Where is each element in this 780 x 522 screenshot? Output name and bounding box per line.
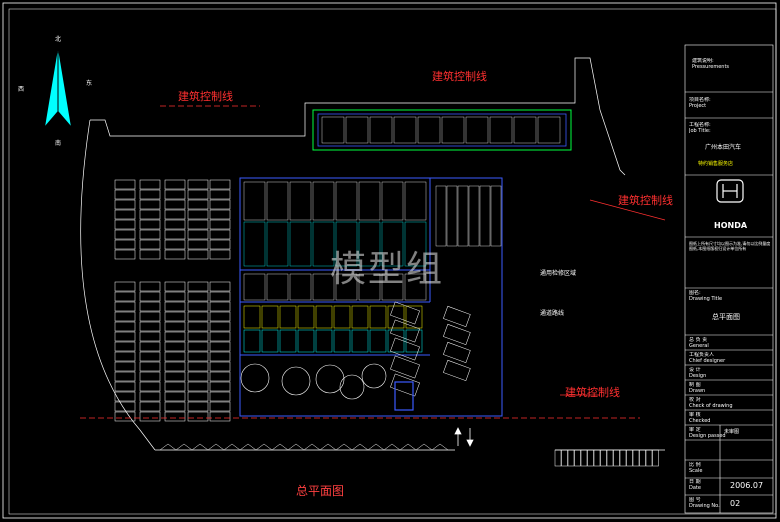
tb-drawing-no-value: 02 [730, 499, 741, 508]
north-building [312, 109, 572, 151]
south-fence [159, 443, 449, 451]
tb-remarks: 建筑说明: Pressurements [692, 58, 730, 70]
tb-notice: 图纸上所有尺寸均以图示为准,请勿以比例量度图纸,本图纸版权归设计单位所有 [689, 241, 771, 251]
title-block-frame [684, 44, 774, 514]
tb-scale: 比 例 Scale [689, 462, 703, 474]
tb-brand: HONDA [714, 221, 748, 230]
compass-north: 北 [55, 36, 62, 43]
tb-date-value: 2006.07 [730, 481, 764, 490]
tb-job: 工程名称: Job Title: [689, 122, 711, 134]
parking-area [114, 179, 231, 422]
showroom-turntables [240, 363, 387, 400]
tb-date: 日 期 Date [689, 479, 701, 491]
tb-design-passed-value: 未审图 [724, 429, 740, 435]
tb-project: 项目名称: Project [689, 97, 711, 109]
tb-job-sub: 特约销售服务店 [698, 161, 734, 167]
main-building [239, 177, 503, 417]
side-road-label: 通道路线 [540, 310, 565, 317]
compass-south: 南 [55, 140, 62, 147]
tb-drawing-title: 图名: Drawing Title [689, 290, 723, 302]
compass-east: 东 [86, 80, 93, 87]
north-arrow-icon [45, 51, 71, 126]
right-parking-strip [554, 449, 659, 467]
tb-drawing-title-value: 总平面图 [712, 313, 740, 321]
watermark: 模型组 [330, 249, 445, 290]
control-lines [80, 105, 666, 419]
inner-border [8, 8, 777, 515]
tb-job-value: 广州本田汽车 [705, 144, 742, 151]
control-line-label-3: 建筑控制线 [618, 194, 673, 207]
honda-logo-icon [716, 179, 744, 203]
drawing-title: 总平面图 [296, 484, 345, 498]
control-line-label-1: 建筑控制线 [178, 90, 233, 103]
compass-west: 西 [18, 86, 25, 93]
control-line-label-2: 建筑控制线 [432, 70, 487, 83]
entrance-arrows-icon [454, 427, 474, 447]
control-line-label-4: 建筑控制线 [565, 386, 620, 399]
room-layout [243, 116, 561, 411]
tb-drawing-no: 图 号 Drawing No. [689, 497, 720, 509]
repair-area-label: 通用检修区域 [540, 270, 577, 277]
